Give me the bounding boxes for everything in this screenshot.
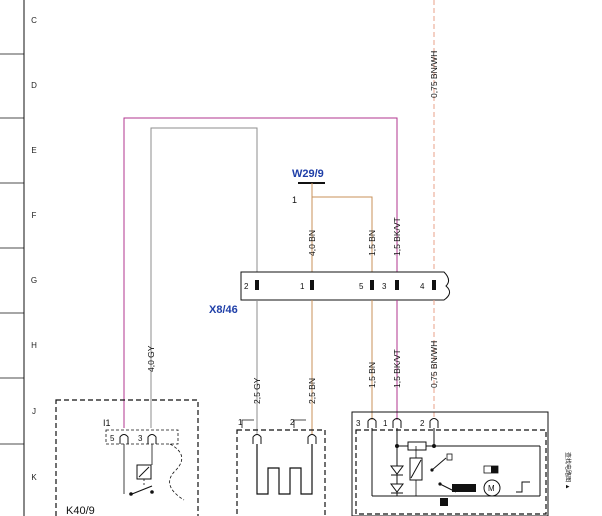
svg-text:3: 3 (138, 434, 143, 443)
module-right: 3 1 2 (351, 411, 549, 516)
wire-label-lower-w5: 1,5 BN (367, 362, 377, 388)
connector-x846: X8/46 2 1 5 3 4 (209, 271, 450, 316)
wire-label-upper-w3: 1,5 BK/VT (392, 217, 402, 256)
module-pin: 1 (383, 418, 402, 428)
heater-element: 1 2 (236, 418, 326, 516)
wire-gray-upper (150, 127, 258, 428)
resistor-icon (407, 441, 427, 451)
wire-label-lower-gy: 2,5 GY (252, 377, 262, 404)
grid-row-c: C (31, 16, 37, 25)
connector-pin: 3 (382, 280, 399, 291)
grid-ruler: C D E F G H J K (0, 0, 37, 516)
grid-row-k: K (31, 473, 37, 482)
wire-label-upper-w5: 1,5 BN (367, 230, 377, 256)
k409-connector-label: I1 (103, 418, 111, 428)
grid-row-f: F (32, 211, 37, 220)
svg-text:5: 5 (110, 434, 115, 443)
connector-pin: 4 (420, 280, 436, 291)
wire-label-upper-w1: 4,0 BN (307, 230, 317, 256)
motor-icon: M (483, 479, 501, 497)
svg-text:M: M (488, 484, 495, 493)
diode-icon (390, 483, 404, 494)
relay-coil-icon (409, 446, 423, 496)
side-note: 查找电路图 ▲ (564, 452, 572, 490)
svg-text:2: 2 (290, 418, 295, 427)
ground-pin-label: 1 (292, 195, 297, 205)
svg-text:3: 3 (356, 419, 361, 428)
grid-row-g: G (31, 276, 37, 285)
grid-row-e: E (31, 146, 36, 155)
capacitor-icon (440, 498, 448, 506)
grid-row-j: J (32, 407, 36, 416)
connector-pin: 5 (359, 280, 374, 291)
svg-text:5: 5 (359, 282, 364, 291)
wire-violet (123, 117, 398, 428)
k409-pin: 5 (110, 434, 129, 444)
wire-label-left-gy: 4,0 GY (146, 345, 156, 372)
svg-text:2: 2 (244, 282, 249, 291)
module-pin: 3 (356, 418, 377, 428)
wire-label-lower-bn: 2,5 BN (307, 378, 317, 404)
connector-x846-label: X8/46 (209, 304, 238, 316)
thermal-switch-icon (483, 465, 530, 493)
relay-coil-icon (129, 464, 154, 496)
svg-text:2: 2 (420, 419, 425, 428)
svg-text:4: 4 (420, 282, 425, 291)
diode-icon (390, 465, 404, 476)
wire-brown-ground-w5 (311, 183, 373, 280)
svg-text:1: 1 (238, 418, 243, 427)
svg-text:3: 3 (382, 282, 387, 291)
wire-label-top-right: 0,75 BN/WH (429, 51, 439, 98)
grid-row-h: H (31, 341, 37, 350)
module-pin: 2 (420, 418, 439, 428)
grid-row-d: D (31, 81, 37, 90)
wire-label-lower-w3: 1,5 BK/VT (392, 349, 402, 388)
component-k409: I1 5 3 K40/9 (55, 399, 199, 516)
k409-pin: 3 (138, 434, 157, 444)
connector-pin: 2 (244, 280, 259, 291)
connector-pin: 1 (300, 280, 314, 291)
svg-text:1: 1 (383, 419, 388, 428)
ground-ref-label: W29/9 (292, 168, 324, 180)
heater-pin: 1 (238, 418, 262, 444)
wire-label-lower-w4: 0,75 BN/WH (429, 341, 439, 388)
heating-coil-icon (256, 444, 313, 495)
inductor-icon (452, 484, 476, 492)
k409-ref-label: K40/9 (66, 505, 95, 516)
svg-text:1: 1 (300, 282, 305, 291)
heater-pin: 2 (290, 418, 317, 444)
ground-point-w299: W29/9 1 (292, 168, 325, 205)
